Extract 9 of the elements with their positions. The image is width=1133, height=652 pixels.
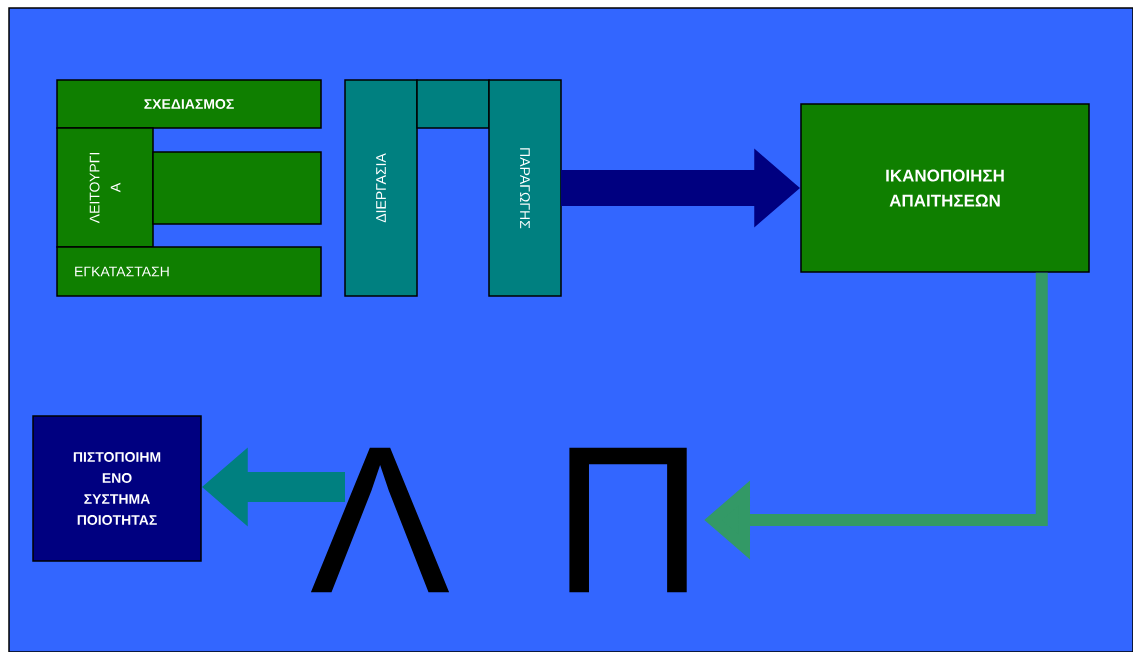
process-box: ΕΓΚΑΤΑΣΤΑΣΗ [56,246,322,297]
big-letter: Λ [310,447,450,593]
certificate-box: ΠΙΣΤΟΠΟΙΗΜ ΕΝΟ ΣΥΣΤΗΜΑ ΠΟΙΟΤΗΤΑΣ [32,415,202,562]
process-box [416,79,490,129]
process-box [152,151,322,225]
process-box: ΛΕΙΤΟΥΡΓΙ Α [56,127,154,248]
process-box: ΣΧΕΔΙΑΣΜΟΣ [56,79,322,129]
big-letter: Π [569,447,687,593]
result-box: ΙΚΑΝΟΠΟΙΗΣΗ ΑΠΑΙΤΗΣΕΩΝ [800,103,1090,273]
